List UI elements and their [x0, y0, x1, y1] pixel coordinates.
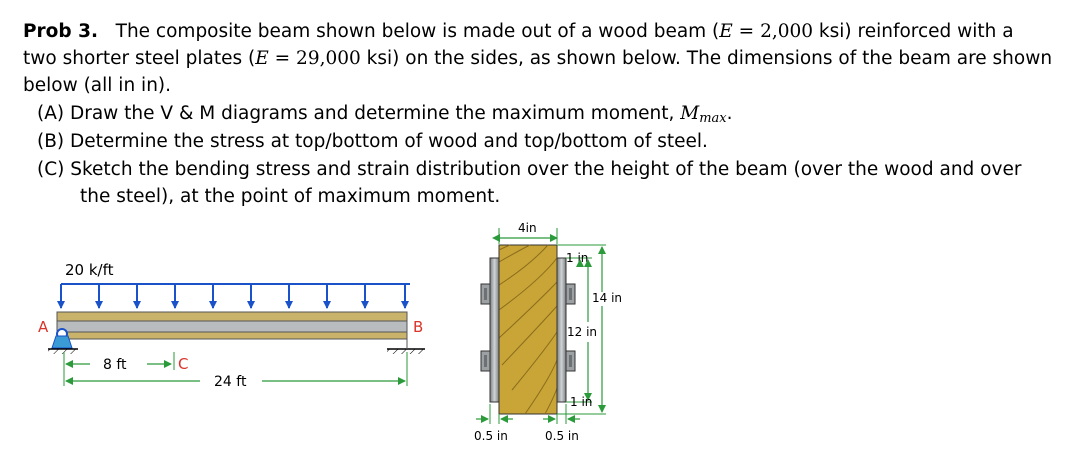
problem-text: ksi) reinforced with a	[813, 21, 1014, 42]
part-a-end: .	[726, 103, 733, 124]
beam-steel-plate	[56, 320, 408, 333]
part-c-line-1: (C) Sketch the bending stress and strain…	[37, 159, 1022, 180]
steel-modulus: 29,000	[296, 48, 361, 69]
problem-line-3: below (all in in).	[23, 75, 172, 96]
dim-8ft-label: 8 ft	[103, 357, 127, 373]
modulus-symbol: E	[255, 48, 269, 69]
right-steel-plate	[556, 257, 567, 403]
equals-sign: =	[268, 48, 297, 69]
problem-text: two shorter steel plates (	[23, 48, 256, 69]
left-steel-plate	[489, 257, 500, 403]
wood-grain	[498, 244, 558, 415]
wood-modulus: 2,000	[760, 21, 814, 42]
left-plate-thickness: 0.5 in	[474, 429, 508, 443]
part-b: (B) Determine the stress at top/bottom o…	[37, 131, 708, 152]
dimension-24ft: 24 ft	[63, 352, 408, 390]
dim-24ft-label: 24 ft	[214, 374, 247, 390]
cross-section: 4in	[474, 221, 622, 443]
bolt	[480, 283, 576, 305]
point-a-label: A	[38, 318, 49, 336]
point-c-label: C	[178, 355, 188, 373]
part-c-line-2: the steel), at the point of maximum mome…	[80, 186, 501, 207]
right-plate-thickness: 0.5 in	[545, 429, 579, 443]
part-a-text: (A) Draw the V & M diagrams and determin…	[37, 103, 681, 124]
dimension-8ft: 8 ft C	[63, 352, 188, 373]
moment-subscript: max	[699, 111, 727, 126]
beam-bottom-wood	[56, 331, 408, 340]
plate-height-label: 12 in	[567, 325, 597, 339]
bottom-gap-label: 1 in	[570, 395, 592, 409]
point-b-label: B	[413, 318, 423, 336]
load-label: 20 k/ft	[65, 261, 114, 279]
top-gap-label: 1 in	[566, 251, 588, 265]
problem-text: ksi) on the sides, as shown below. The d…	[360, 48, 1053, 69]
beam-elevation: 20 k/ft	[38, 261, 425, 390]
beam-top-wood	[56, 311, 408, 322]
problem-line-2: two shorter steel plates (E = 29,000 ksi…	[23, 46, 1052, 72]
distributed-load	[57, 283, 410, 309]
width-label: 4in	[518, 221, 537, 235]
part-a: (A) Draw the V & M diagrams and determin…	[37, 101, 733, 132]
bolt	[480, 350, 576, 372]
problem-line-1: Prob 3. The composite beam shown below i…	[23, 19, 1014, 45]
modulus-symbol: E	[719, 21, 733, 42]
height-label: 14 in	[592, 291, 622, 305]
moment-symbol: M	[680, 103, 700, 124]
equals-sign: =	[732, 21, 761, 42]
problem-text: The composite beam shown below is made o…	[115, 21, 720, 42]
pin-support-a	[48, 328, 78, 354]
problem-number: Prob 3.	[23, 21, 98, 42]
roller-support-b	[387, 339, 425, 354]
